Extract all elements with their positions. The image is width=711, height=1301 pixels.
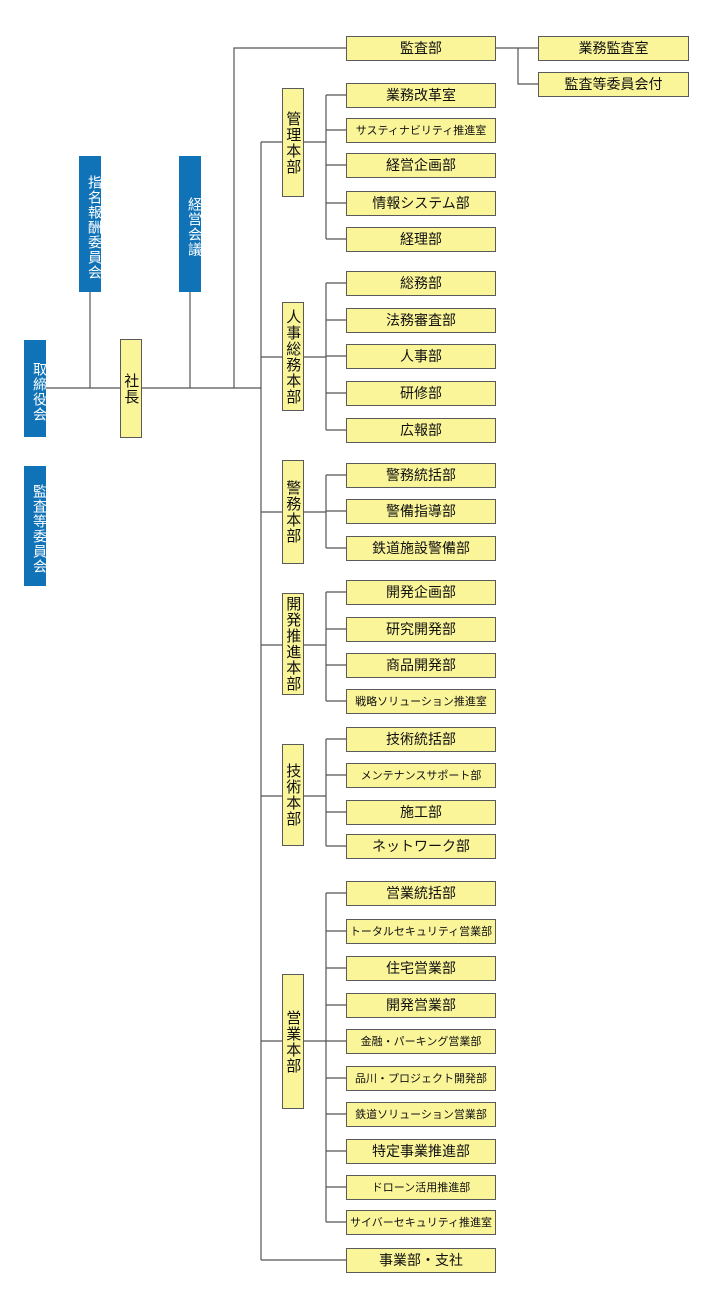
dept-box: 業務改革室 xyxy=(346,83,496,108)
dept-box: 経営企画部 xyxy=(346,153,496,178)
dept-box: 営業統括部 xyxy=(346,881,496,906)
audit-committee-box: 監査等委員会 xyxy=(24,466,47,586)
board-box: 取締役会 xyxy=(24,340,47,437)
line-div-out xyxy=(304,141,326,1042)
dept-box: ネットワーク部 xyxy=(346,834,496,859)
dept-box: 特定事業推進部 xyxy=(346,1139,496,1164)
management-council-box: 経営会議 xyxy=(179,156,202,292)
dept-box: 研修部 xyxy=(346,381,496,406)
dept-box: 情報システム部 xyxy=(346,191,496,216)
dept-box: ドローン活用推進部 xyxy=(346,1175,496,1200)
dept-box: 品川・プロジェクト開発部 xyxy=(346,1066,496,1091)
nomination-committee-box: 指名報酬委員会 xyxy=(79,156,102,292)
dept-box: トータルセキュリティ営業部 xyxy=(346,919,496,944)
line-to-audit xyxy=(233,47,346,388)
dept-box: 鉄道ソリューション営業部 xyxy=(346,1102,496,1127)
division-box-kanri: 管理本部 xyxy=(282,88,304,197)
dept-box: 金融・パーキング営業部 xyxy=(346,1029,496,1054)
line-audit-children xyxy=(496,47,538,85)
dept-box: 開発企画部 xyxy=(346,580,496,605)
dept-box: メンテナンスサポート部 xyxy=(346,763,496,788)
dept-box: 戦略ソリューション推進室 xyxy=(346,689,496,714)
division-box-gijutsu: 技術本部 xyxy=(282,744,304,846)
dept-box: 警備指導部 xyxy=(346,499,496,524)
division-box-kaihatsu: 開発推進本部 xyxy=(282,593,304,695)
dept-box: サスティナビリティ推進室 xyxy=(346,118,496,143)
dept-box: 法務審査部 xyxy=(346,308,496,333)
president-box: 社長 xyxy=(120,339,142,438)
dept-box: 人事部 xyxy=(346,344,496,369)
line-div-stubs xyxy=(261,141,346,1261)
dept-box: 広報部 xyxy=(346,418,496,443)
dept-box: 住宅営業部 xyxy=(346,956,496,981)
division-box-keimu: 警務本部 xyxy=(282,460,304,564)
dept-box: 商品開発部 xyxy=(346,653,496,678)
dept-box: 技術統括部 xyxy=(346,727,496,752)
line-dept-stubs xyxy=(326,94,346,1223)
dept-box: 経理部 xyxy=(346,227,496,252)
audit-child-box: 監査等委員会付 xyxy=(538,72,689,97)
dept-box: 研究開発部 xyxy=(346,617,496,642)
dept-box: 施工部 xyxy=(346,800,496,825)
dept-box: 総務部 xyxy=(346,271,496,296)
dept-box: 鉄道施設警備部 xyxy=(346,536,496,561)
dept-box: 開発営業部 xyxy=(346,993,496,1018)
dept-box: サイバーセキュリティ推進室 xyxy=(346,1210,496,1235)
dept-box: 警務統括部 xyxy=(346,463,496,488)
division-box-eigyo: 営業本部 xyxy=(282,974,304,1109)
division-box-jinji: 人事総務本部 xyxy=(282,302,304,411)
audit-child-box: 業務監査室 xyxy=(538,36,689,61)
audit-dept-box: 監査部 xyxy=(346,36,496,61)
branch-box: 事業部・支社 xyxy=(346,1248,496,1273)
